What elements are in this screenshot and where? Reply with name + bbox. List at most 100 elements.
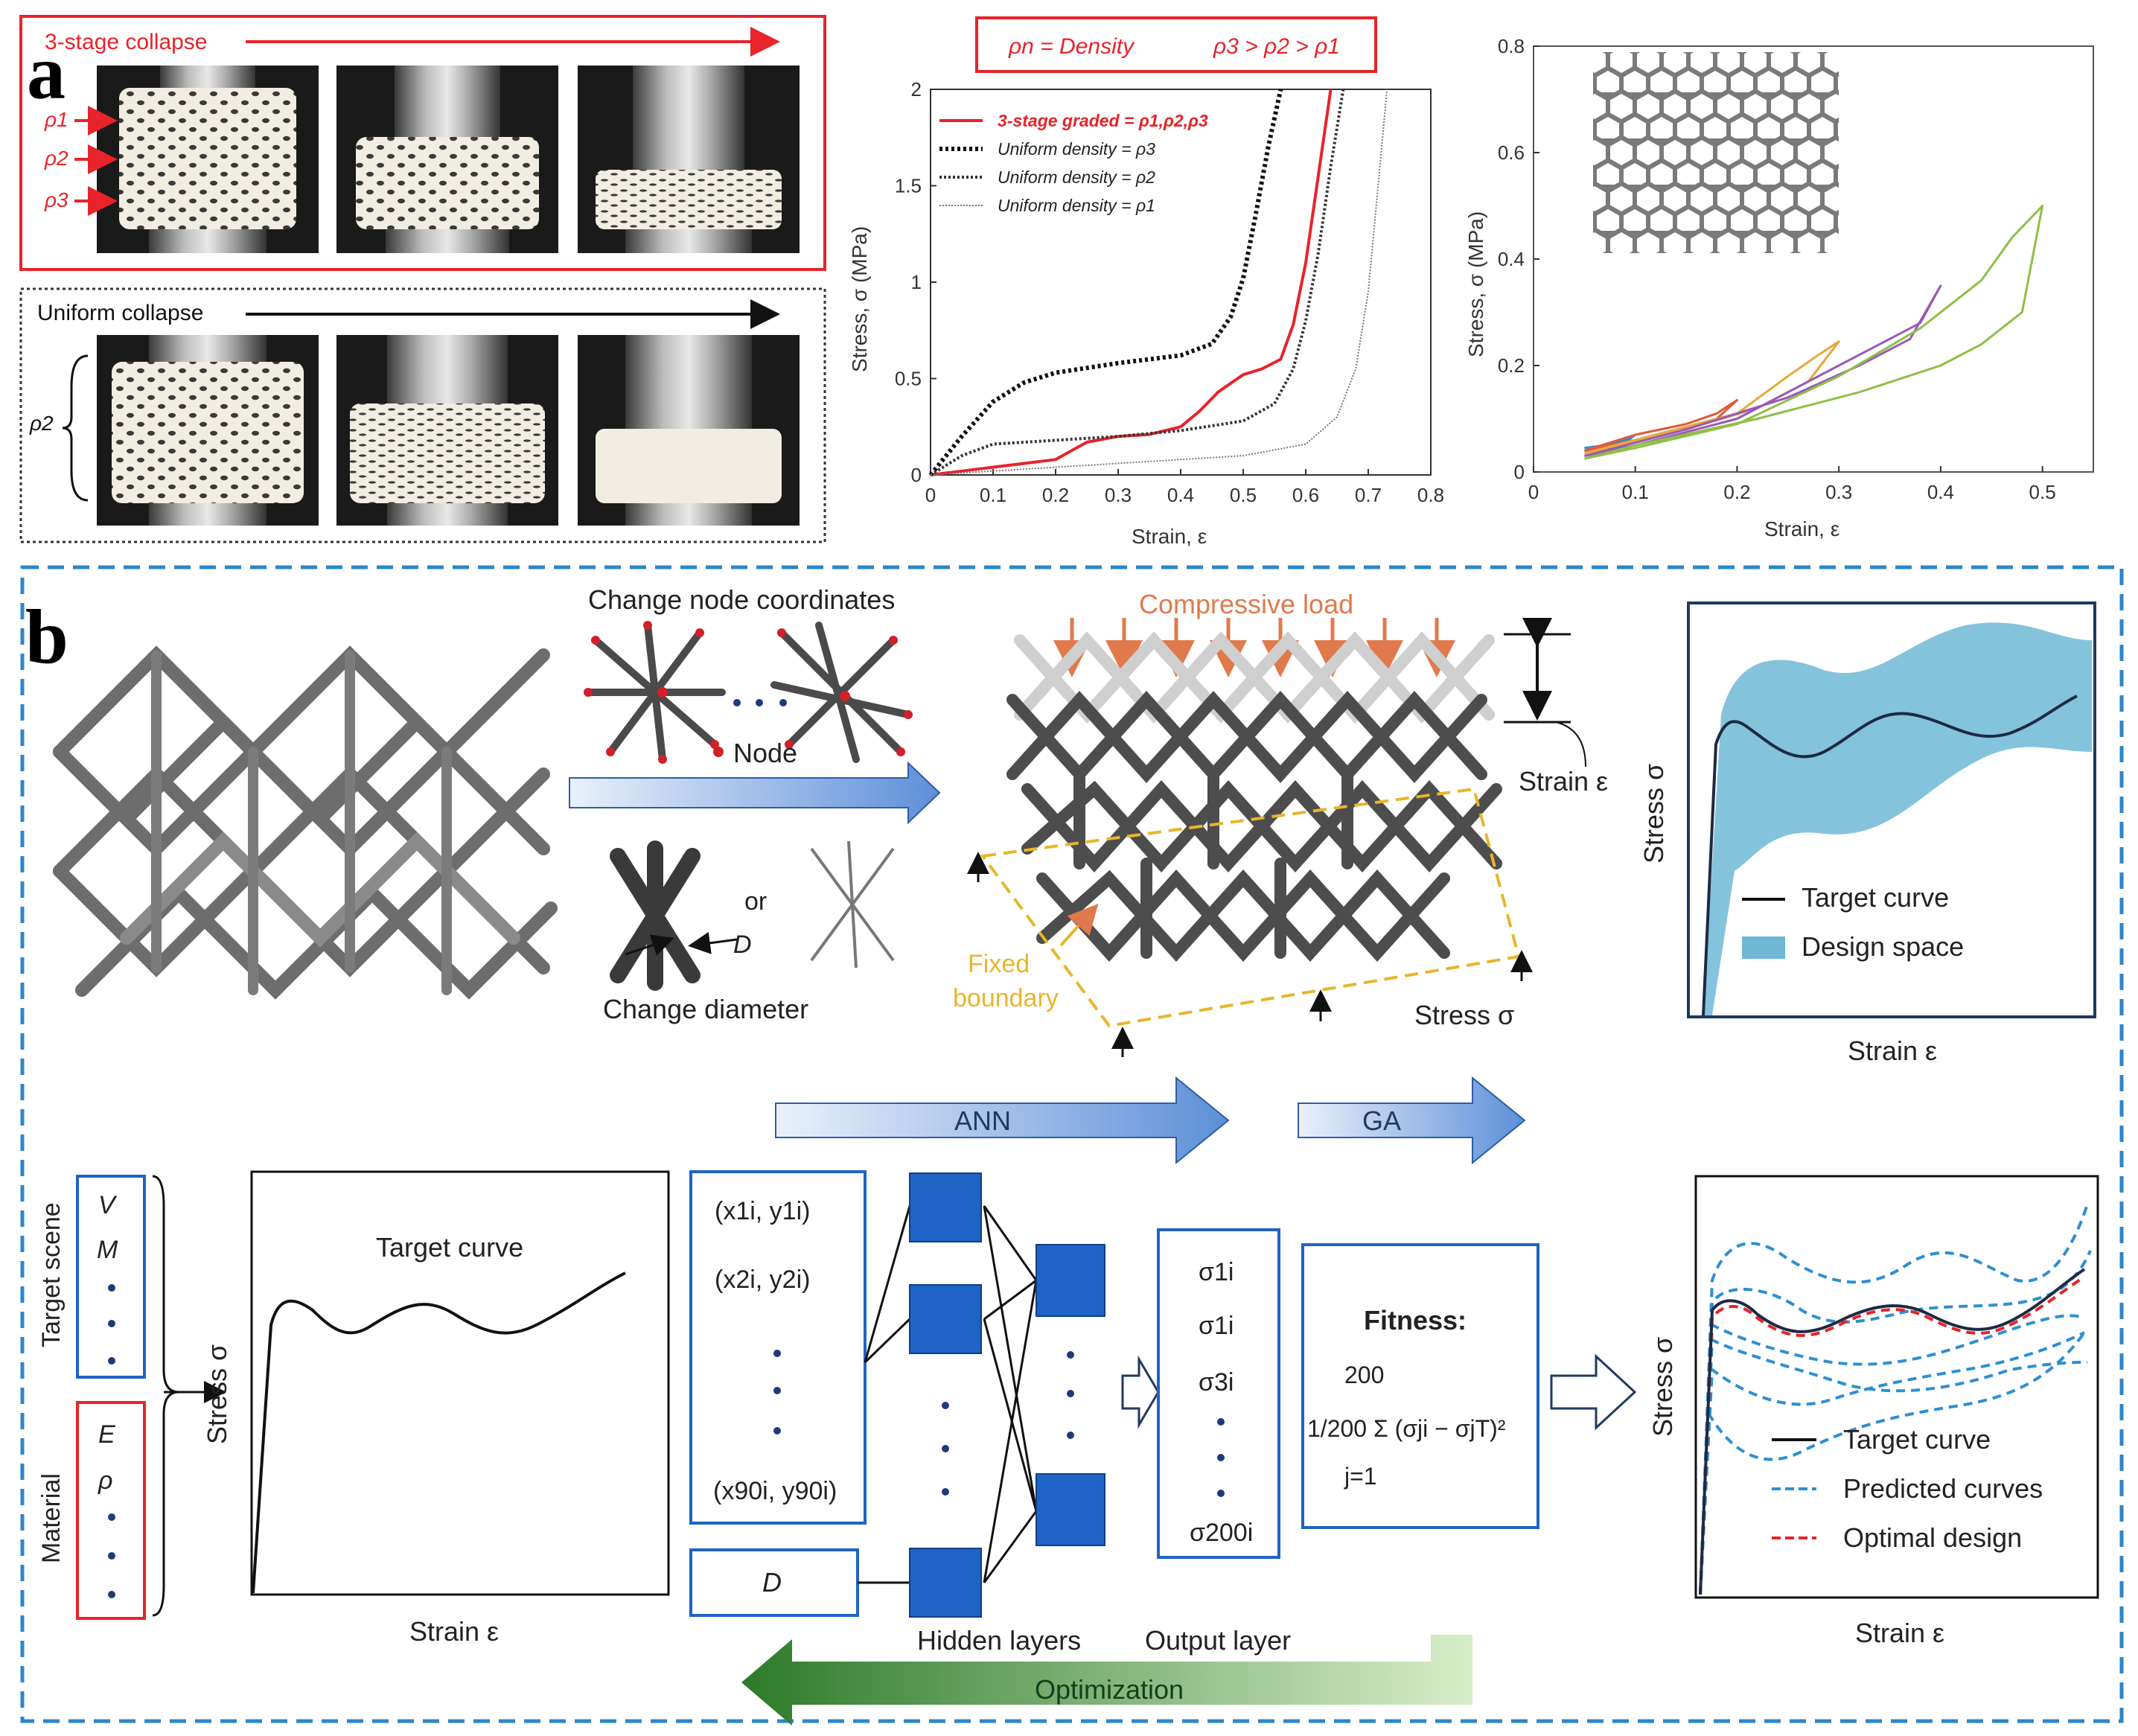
uniform-photo-1 xyxy=(97,335,319,526)
node-label: Node xyxy=(733,738,797,768)
input-x2: (x2i, y2i) xyxy=(715,1266,810,1294)
fitness-formula: 1/200 Σ (σji − σjT)² xyxy=(1307,1415,1506,1442)
optimization-label: Optimization xyxy=(1035,1674,1184,1705)
result-target-curve xyxy=(1699,1268,2086,1595)
design-space-chart: Target curve Design space Strain ε Stres… xyxy=(1638,601,2096,1066)
chart1-legend-2: Uniform density = ρ2 xyxy=(998,167,1155,187)
node-dots-right xyxy=(777,628,913,756)
design-xlabel: Strain ε xyxy=(1848,1035,1937,1066)
graded-collapse-box xyxy=(19,15,826,271)
hidden-node-1 xyxy=(909,1172,982,1242)
chart1-ytick-1: 0.5 xyxy=(895,368,922,390)
design-legend-space: Design space xyxy=(1802,931,1964,962)
chart1-legend-3: Uniform density = ρ1 xyxy=(998,196,1155,215)
uniform-rho-label: ρ2 xyxy=(29,412,54,435)
chart2-xtick-4: 0.4 xyxy=(1927,481,1954,503)
result-legend-predicted: Predicted curves xyxy=(1843,1473,2043,1504)
chart1-series-2 xyxy=(929,89,1345,476)
chart1-xtick-1: 0.1 xyxy=(980,484,1006,506)
hidden-node-5 xyxy=(1036,1473,1105,1546)
hidden-node-3 xyxy=(909,1548,982,1618)
rho1-label: ρ1 xyxy=(44,108,68,131)
panel-a-label: a xyxy=(27,30,66,115)
material-label: Material xyxy=(37,1473,66,1563)
density-def: ρn = Density xyxy=(1008,34,1135,59)
hidden-node-4 xyxy=(1036,1244,1105,1317)
material-box xyxy=(76,1401,146,1620)
chart2-xtick-5: 0.5 xyxy=(2029,481,2056,503)
graded-photo-3 xyxy=(578,66,800,253)
input-x1: (x1i, y1i) xyxy=(715,1197,810,1225)
graded-photo-2 xyxy=(336,66,558,253)
output-200: σ200i xyxy=(1190,1519,1253,1547)
hidden-layers-label: Hidden layers xyxy=(917,1625,1081,1656)
uniform-collapse-box xyxy=(19,287,826,543)
graded-collapse-title: 3-stage collapse xyxy=(45,30,207,54)
flow-arrow-lattice xyxy=(569,761,941,825)
d-input-label: D xyxy=(762,1567,782,1598)
chart1-series-3 xyxy=(930,89,1388,476)
output-3: σ3i xyxy=(1199,1368,1234,1397)
input-x90: (x90i, y90i) xyxy=(713,1477,837,1505)
change-diameter-label: Change diameter xyxy=(603,994,808,1024)
chart2-ytick-3: 0.6 xyxy=(1498,141,1525,164)
chart2-ytick-0: 0 xyxy=(1514,461,1525,483)
chart1-legend: 3-stage graded = ρ1,ρ2,ρ3 Uniform densit… xyxy=(939,111,1208,215)
fitness-box xyxy=(1301,1243,1539,1529)
panel-a: a 3-stage collapse ρ1 ρ2 ρ3 xyxy=(19,15,2094,548)
compressive-load-label: Compressive load xyxy=(1139,589,1353,619)
fixed-label: Fixed xyxy=(968,950,1030,978)
panel-b-label: b xyxy=(25,594,68,680)
chart2-ytick-1: 0.2 xyxy=(1498,354,1525,377)
d-input-box xyxy=(689,1548,859,1617)
chart1-xtick-5: 0.5 xyxy=(1230,484,1257,506)
thick-strut xyxy=(610,840,701,991)
chart1-xtick-6: 0.6 xyxy=(1292,484,1319,506)
optimal-design-curve xyxy=(1699,1275,2086,1595)
target-curve-chart: Target curve Strain ε Stress σ xyxy=(202,1170,670,1647)
chart1-xtick-4: 0.4 xyxy=(1167,484,1194,506)
uniform-collapse-title: Uniform collapse xyxy=(37,301,203,325)
design-ylabel: Stress σ xyxy=(1638,764,1669,864)
chart1-frame xyxy=(930,89,1432,476)
chart1-xtick-8: 0.8 xyxy=(1417,484,1444,506)
ann-arrow xyxy=(775,1076,1230,1165)
boundary-arrows xyxy=(967,852,1533,1057)
to-output-arrow xyxy=(1121,1355,1160,1429)
output-2: σ1i xyxy=(1199,1312,1234,1340)
node-legend-dot xyxy=(713,747,724,757)
chart2-series-4 xyxy=(1584,205,2044,460)
ga-label: GA xyxy=(1362,1105,1401,1136)
output-layer-label: Output layer xyxy=(1145,1625,1291,1656)
thin-strut xyxy=(810,840,895,968)
or-label: or xyxy=(744,887,767,916)
chart2-ylabel: Stress, σ (MPa) xyxy=(1464,211,1487,357)
target-ylabel: Stress σ xyxy=(202,1344,232,1444)
chart1-xlabel: Strain, ε xyxy=(1132,525,1207,548)
target-scene-label: Target scene xyxy=(37,1202,66,1347)
rho2-label: ρ2 xyxy=(44,147,68,170)
chart1-xtick-7: 0.7 xyxy=(1355,484,1382,506)
uniform-photo-2 xyxy=(336,335,558,526)
change-node-title: Change node coordinates xyxy=(588,584,895,615)
ellipsis-dots xyxy=(733,699,787,706)
design-legend-target: Target curve xyxy=(1802,882,1949,913)
panel-b-frame xyxy=(20,565,2124,1723)
chart2-xlabel: Strain, ε xyxy=(1764,517,1839,540)
chart1-xtick-3: 0.3 xyxy=(1105,484,1132,506)
chart1-ylabel: Stress, σ (MPa) xyxy=(848,226,871,372)
chart2-ytick-2: 0.4 xyxy=(1498,248,1525,270)
lattice-structure xyxy=(53,645,558,1000)
chart1-xtick-2: 0.2 xyxy=(1042,484,1069,506)
chart1-series-0 xyxy=(930,89,1333,476)
chart2-xtick-1: 0.1 xyxy=(1622,481,1649,503)
chart1-ytick-4: 2 xyxy=(911,78,922,100)
result-xlabel: Strain ε xyxy=(1855,1618,1944,1648)
chart1-series-1 xyxy=(928,89,1283,476)
mat-e: E xyxy=(98,1420,115,1449)
chart2-xtick-0: 0 xyxy=(1528,481,1539,503)
chart1-xtick-0: 0 xyxy=(925,484,936,506)
chart1-ytick-2: 1 xyxy=(911,271,922,293)
fitness-sum-bottom: j=1 xyxy=(1344,1463,1377,1490)
